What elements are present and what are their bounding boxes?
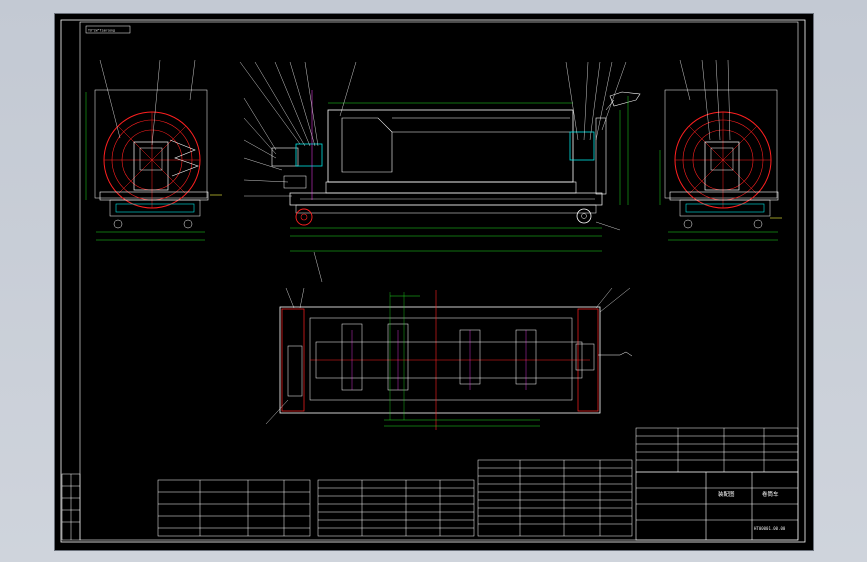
drawing-border [60,19,806,543]
drawing-number: HT00001.00.00 [754,526,786,531]
left-revision-strip [61,473,81,541]
assembly-label: 装配图 [718,490,735,498]
plan-view [265,287,633,430]
center-front-view [239,61,641,283]
right-reel-view [659,59,782,241]
parts-list-mid [317,479,475,537]
parts-list-top-right [635,427,799,473]
parts-list-left [157,479,311,537]
title-tag-text: TU"LW"Tianlong [88,29,115,33]
drawing-sheet [54,13,814,551]
inner-frame [79,21,799,541]
part-name: 卷筒车 [762,490,779,498]
title-block [635,471,799,541]
title-tag-box [85,25,131,34]
parts-list-right [477,459,633,537]
left-reel-view [85,59,222,241]
